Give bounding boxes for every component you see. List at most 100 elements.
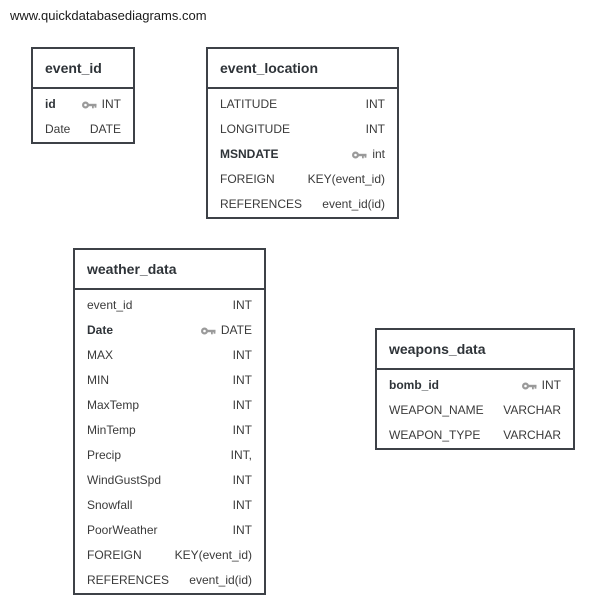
field-name: Date [45,122,71,136]
field-name: LATITUDE [220,97,278,111]
field-type-group: VARCHAR [503,398,561,423]
field-name: Precip [87,448,122,462]
field-type-group: INT [233,393,252,418]
field-type-group: int [351,142,385,167]
field-type: INT [101,97,121,111]
table-field-row[interactable]: Precip INT, [75,443,264,468]
field-type-group: INT [233,418,252,443]
field-type: INT [232,423,252,437]
field-type-group: VARCHAR [503,423,561,448]
table-field-row[interactable]: LONGITUDE INT [208,117,397,142]
table-field-row[interactable]: PoorWeather INT [75,518,264,543]
table-field-row[interactable]: id INT [33,92,133,117]
field-type-group: INT [521,373,561,398]
field-type: INT [541,378,561,392]
field-type-group: INT [366,92,385,117]
key-icon [200,327,216,334]
field-type-group: KEY(event_id) [308,167,385,192]
field-type: INT [365,97,385,111]
table-field-row[interactable]: REFERENCES event_id(id) [208,192,397,217]
field-type: VARCHAR [503,403,561,417]
field-name: WindGustSpd [87,473,162,487]
table-field-row[interactable]: MinTemp INT [75,418,264,443]
field-type: VARCHAR [503,428,561,442]
field-type-group: INT [81,92,121,117]
key-icon [352,151,367,158]
field-type: INT [232,298,252,312]
table-field-row[interactable]: bomb_id INT [377,373,573,398]
field-name: REFERENCES [220,197,303,211]
table-field-row[interactable]: REFERENCES event_id(id) [75,568,264,593]
field-name: id [45,97,56,111]
field-type-group: INT [233,468,252,493]
field-name: Date [87,323,114,337]
field-type: INT [232,348,252,362]
field-type-group: INT, [231,443,252,468]
field-type-group: INT [366,117,385,142]
field-type-group: INT [233,368,252,393]
table-field-row[interactable]: WEAPON_TYPE VARCHAR [377,423,573,448]
field-type: KEY(event_id) [174,548,252,562]
field-type-group: DATE [200,318,252,343]
table-event-location[interactable]: event_location LATITUDE INT LONGITUDE INT MS… [206,47,399,219]
table-title: event_location [208,49,397,89]
field-name: LONGITUDE [220,122,291,136]
field-type-group: INT [233,493,252,518]
field-name: MSNDATE [220,147,279,161]
field-name: WEAPON_NAME [389,403,484,417]
field-type: event_id(id) [322,197,385,211]
key-icon [521,382,537,389]
field-type: event_id(id) [189,573,252,587]
site-watermark: www.quickdatabasediagrams.com [10,8,207,23]
table-field-row[interactable]: FOREIGN KEY(event_id) [75,543,264,568]
field-type-group: DATE [90,117,121,142]
field-type: KEY(event_id) [307,172,385,186]
field-name: FOREIGN [87,548,142,562]
field-type-group: event_id(id) [189,568,252,593]
field-type-group: event_id(id) [322,192,385,217]
field-type: INT, [230,448,252,462]
table-field-row[interactable]: WindGustSpd INT [75,468,264,493]
field-name: event_id [87,298,133,312]
field-name: REFERENCES [87,573,170,587]
field-type-group: KEY(event_id) [175,543,252,568]
table-field-row[interactable]: Snowfall INT [75,493,264,518]
field-type: DATE [89,122,121,136]
table-field-row[interactable]: FOREIGN KEY(event_id) [208,167,397,192]
field-name: WEAPON_TYPE [389,428,481,442]
table-field-row[interactable]: MAX INT [75,343,264,368]
field-type: INT [232,523,252,537]
table-event-id[interactable]: event_id id INT Date DATE [31,47,135,144]
table-field-row[interactable]: LATITUDE INT [208,92,397,117]
field-type: INT [365,122,385,136]
table-field-row[interactable]: event_id INT [75,293,264,318]
field-type: INT [232,398,252,412]
table-weapons-data[interactable]: weapons_data bomb_id INT WEAPON_NAME VARCHA… [375,328,575,450]
table-title: event_id [33,49,133,89]
field-type-group: INT [233,343,252,368]
field-type: INT [232,498,252,512]
key-icon [81,101,97,108]
field-name: bomb_id [389,378,439,392]
field-type: DATE [220,323,252,337]
field-name: PoorWeather [87,523,158,537]
table-field-row[interactable]: Date DATE [33,117,133,142]
table-title: weather_data [75,250,264,290]
field-type: INT [232,473,252,487]
field-type-group: INT [233,518,252,543]
field-type-group: INT [233,293,252,318]
table-field-row[interactable]: MIN INT [75,368,264,393]
table-field-row[interactable]: WEAPON_NAME VARCHAR [377,398,573,423]
field-name: MinTemp [87,423,136,437]
field-name: MIN [87,373,109,387]
field-name: FOREIGN [220,172,275,186]
field-name: Snowfall [87,498,133,512]
table-field-row[interactable]: Date DATE [75,318,264,343]
table-title: weapons_data [377,330,573,370]
field-type: int [372,147,385,161]
field-name: MAX [87,348,114,362]
field-type: INT [232,373,252,387]
table-field-row[interactable]: MSNDATE int [208,142,397,167]
